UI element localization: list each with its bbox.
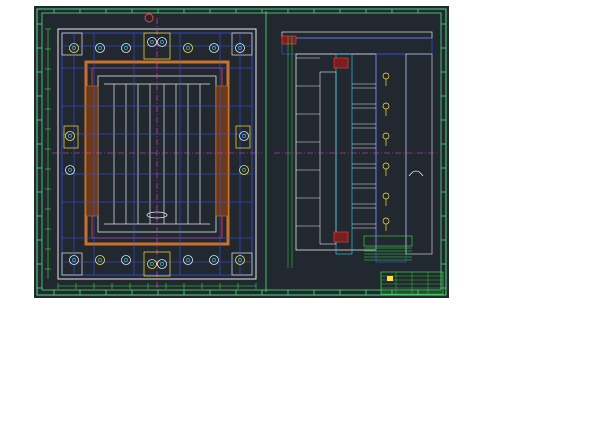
cad-drawing-canvas bbox=[36, 8, 447, 296]
mold-plan-view-icon bbox=[45, 13, 262, 289]
title-block-icon bbox=[380, 271, 444, 295]
mold-section-view-icon bbox=[265, 11, 439, 292]
sheet-frame bbox=[36, 8, 447, 296]
cad-drawing-sheet bbox=[34, 6, 449, 298]
